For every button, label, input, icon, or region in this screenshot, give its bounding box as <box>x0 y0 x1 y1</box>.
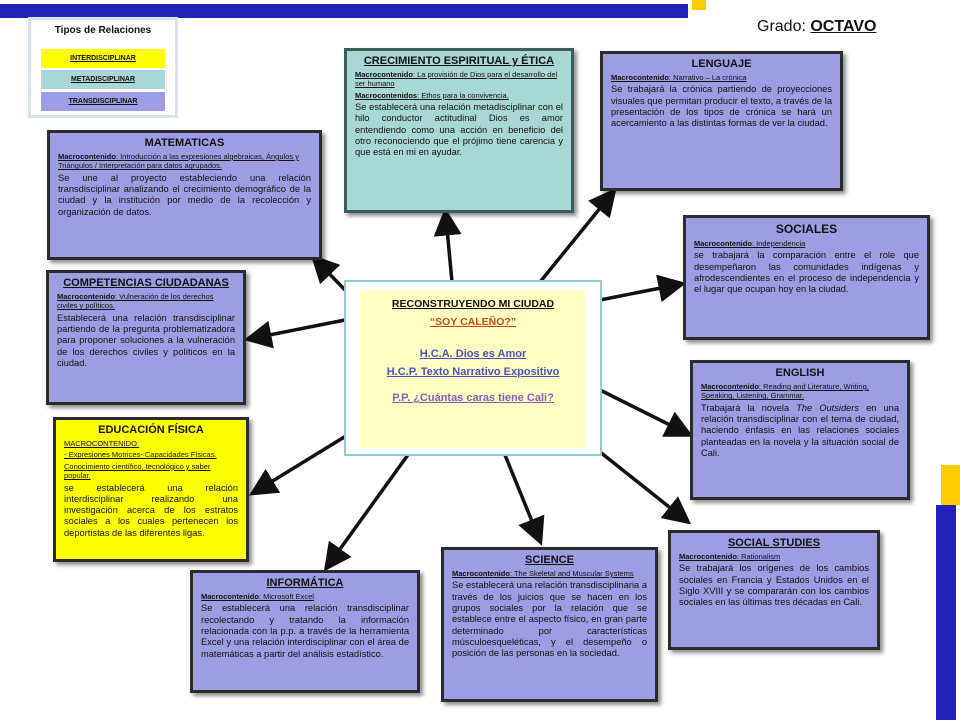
legend-title: Tipos de Relaciones <box>54 25 152 36</box>
english-macro: Macrocontenido: Reading and Literature, … <box>701 382 869 401</box>
matematicas-macro: Macrocontenido: Introducción a las expre… <box>58 152 299 171</box>
educacion-title: EDUCACIÓN FÍSICA <box>98 424 204 436</box>
educacion-macro-label: MACROCONTENIDO: <box>64 439 139 448</box>
center-line1: RECONSTRUYENDO MI CIUDAD <box>391 298 555 310</box>
arrow-english <box>599 388 694 437</box>
competencias-body: Establecerá una relación transdisciplina… <box>57 312 235 369</box>
grado-header: Grado: OCTAVO <box>757 18 876 36</box>
matematicas-title: MATEMATICAS <box>144 137 225 149</box>
competencias-macro: Macrocontenido: Vulneración de los derec… <box>57 292 214 311</box>
legend-item-transdisciplinar: TRANSDISCIPLINAR <box>41 92 165 111</box>
sociales-macro: Macrocontenido: Independencia <box>694 239 806 248</box>
informatica-body: Se establecerá una relación transdiscipl… <box>201 603 409 659</box>
center-project-box: RECONSTRUYENDO MI CIUDAD “SOY CALEÑO?” H… <box>344 280 602 456</box>
social-studies-body: Se trabajará los orígenes de los cambios… <box>679 563 869 608</box>
science-macro: Macrocontenido: The Skeletal and Muscula… <box>452 569 634 578</box>
legend-item-metadisciplinar: METADISCIPLINAR <box>41 70 165 89</box>
center-line4: H.C.P. Texto Narrativo Expositivo <box>386 366 560 378</box>
educacion-macro2: Conocimiento científico, tecnológico y s… <box>64 461 211 481</box>
lenguaje-macro: Macrocontenido: Narrativo – La crónica <box>611 73 747 82</box>
arrow-science <box>503 454 545 546</box>
arrow-informatica <box>323 443 417 572</box>
top-yellow-bar <box>692 0 706 10</box>
center-inner: RECONSTRUYENDO MI CIUDAD “SOY CALEÑO?” H… <box>360 290 586 448</box>
crecimiento-macro2: Macrocontenidos: Ethos para la convivenc… <box>355 90 509 100</box>
box-crecimiento: CRECIMIENTO ESPIRITUAL y ÉTICA Macrocont… <box>344 48 574 213</box>
educacion-body: se establecerá una relación interdiscipl… <box>64 482 238 538</box>
educacion-macro: - Expresiones Motrices- Capacidades Físi… <box>64 450 217 460</box>
right-yellow-bar <box>941 465 960 505</box>
arrow-matematicas <box>310 254 347 292</box>
grado-label: Grado: <box>757 18 811 35</box>
social-studies-macro: Macrocontenido: Rationalism <box>679 552 781 561</box>
crecimiento-body: Se establecerá una relación metadiscipli… <box>355 102 563 158</box>
box-sociales: SOCIALES Macrocontenido: Independencia s… <box>683 215 930 340</box>
sociales-title: SOCIALES <box>775 222 838 236</box>
box-english: ENGLISH Macrocontenido: Reading and Lite… <box>690 360 910 500</box>
box-competencias: COMPETENCIAS CIUDADANAS Macrocontenido: … <box>46 270 246 405</box>
center-line2: “SOY CALEÑO?” <box>429 316 517 328</box>
box-science: SCIENCE Macrocontenido: The Skeletal and… <box>441 547 658 702</box>
arrow-sociales <box>599 274 687 303</box>
box-lenguaje: LENGUAJE Macrocontenido: Narrativo – La … <box>600 51 843 191</box>
box-educacion-fisica: EDUCACIÓN FÍSICA MACROCONTENIDO: - Expre… <box>53 417 249 562</box>
crecimiento-title: CRECIMIENTO ESPIRITUAL y ÉTICA <box>363 55 555 67</box>
english-title: ENGLISH <box>775 367 825 379</box>
science-title: SCIENCE <box>525 554 574 566</box>
science-body: Se establecerá una relación transdiscipl… <box>452 580 647 659</box>
legend-box: Tipos de Relaciones INTERDISCIPLINAR MET… <box>28 17 178 118</box>
arrow-lenguaje <box>538 187 617 284</box>
crecimiento-macro: Macrocontenido: La provisión de Dios par… <box>355 70 558 89</box>
legend-item-interdisciplinar: INTERDISCIPLINAR <box>41 49 165 68</box>
box-informatica: INFORMÁTICA Macrocontenido: Microsoft Ex… <box>190 570 420 693</box>
arrow-competencias <box>243 318 346 349</box>
sociales-body: se trabajará la comparación entre el rol… <box>694 250 919 295</box>
informatica-title: INFORMÁTICA <box>266 577 344 589</box>
right-blue-bar <box>936 505 956 720</box>
center-line3: H.C.A. Dios es Amor <box>419 348 527 360</box>
grado-value: OCTAVO <box>810 18 877 35</box>
lenguaje-body: Se trabajará la crónica partiendo de pro… <box>611 84 832 129</box>
matematicas-body: Se une al proyecto estableciendo una rel… <box>58 172 311 217</box>
english-body: Trabajará la novela The Outsiders en una… <box>701 402 899 459</box>
competencias-title: COMPETENCIAS CIUDADANAS <box>63 277 229 289</box>
informatica-macro: Macrocontenido: Microsoft Excel <box>201 592 314 601</box>
box-matematicas: MATEMATICAS Macrocontenido: Introducción… <box>47 130 322 260</box>
arrow-crecimiento <box>433 207 462 283</box>
social-studies-title: SOCIAL STUDIES <box>727 537 821 549</box>
center-line5: P.P. ¿Cuántas caras tiene Cali? <box>392 392 554 404</box>
box-social-studies: SOCIAL STUDIES Macrocontenido: Rationali… <box>668 530 880 650</box>
lenguaje-title: LENGUAJE <box>691 58 752 70</box>
top-blue-bar <box>0 4 688 18</box>
